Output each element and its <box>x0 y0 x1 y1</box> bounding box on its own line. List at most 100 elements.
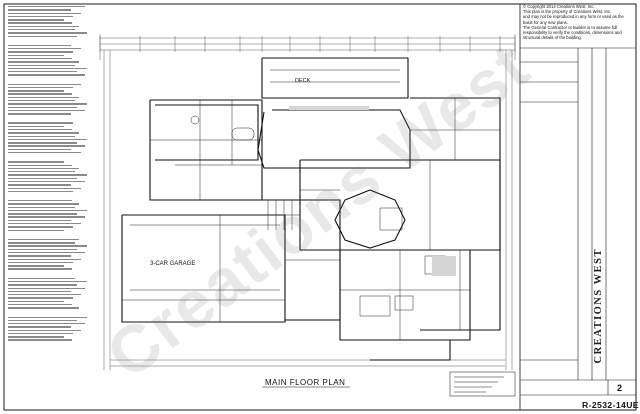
note-line <box>8 44 71 47</box>
note-line <box>8 61 79 63</box>
note-line <box>8 177 77 180</box>
note-line <box>8 161 64 163</box>
note-line <box>8 238 79 241</box>
note-line <box>8 316 87 318</box>
note-line <box>8 252 85 254</box>
note-line <box>8 265 64 267</box>
note-line <box>8 280 87 283</box>
note-line <box>8 297 73 299</box>
copyright-line: This plan is the property of Creations W… <box>523 9 612 15</box>
note-line <box>8 132 79 134</box>
note-line <box>8 32 87 34</box>
note-line <box>8 86 73 89</box>
note-line <box>8 109 85 112</box>
note-line <box>8 180 85 183</box>
note-line <box>8 300 64 303</box>
note-line <box>8 93 72 95</box>
note-line <box>8 290 71 293</box>
note-line <box>8 245 87 247</box>
plan-title: MAIN FLOOR PLAN <box>265 378 346 387</box>
note-line <box>8 171 75 173</box>
note-line <box>8 248 77 251</box>
copyright-line: and may not be reproduced in any form or… <box>523 14 624 20</box>
note-line <box>8 329 81 332</box>
note-line <box>8 294 81 296</box>
note-line <box>8 138 87 141</box>
note-line <box>8 28 75 31</box>
note-line <box>8 15 73 18</box>
note-line <box>8 164 72 166</box>
note-line <box>8 35 77 37</box>
note-line <box>8 184 71 186</box>
note-line <box>8 90 64 92</box>
copyright-line: The General Contractor or Builder is to … <box>523 24 618 30</box>
note-line <box>8 67 87 70</box>
note-line <box>8 216 85 218</box>
sheet-number: 2 <box>617 383 623 393</box>
note-line <box>8 151 81 154</box>
label-garage: 3-CAR GARAGE <box>150 261 195 267</box>
note-line <box>8 187 81 189</box>
note-line <box>8 51 73 53</box>
note-line <box>8 319 77 322</box>
note-line <box>8 135 75 137</box>
note-line <box>8 284 77 286</box>
note-line <box>8 323 85 325</box>
copyright-line: responsibility to verify the conditions,… <box>523 30 622 36</box>
note-line <box>8 261 73 264</box>
note-line <box>8 203 79 205</box>
note-line <box>8 100 75 102</box>
note-line <box>8 258 81 260</box>
note-line <box>8 22 72 24</box>
note-line <box>8 48 81 50</box>
note-line <box>8 277 75 280</box>
note-line <box>8 336 64 338</box>
note-line <box>8 106 77 108</box>
note-line <box>8 190 73 193</box>
note-line <box>8 19 64 21</box>
plan-number: R-2532-14UE <box>582 400 639 410</box>
copyright-line: © Copyright 2014 Creations West, Inc. <box>523 4 595 9</box>
general-notes-column <box>8 6 88 406</box>
note-line <box>8 64 75 66</box>
note-line <box>8 223 81 225</box>
note-line <box>8 200 72 202</box>
note-line <box>8 113 71 115</box>
copyright-notice: © Copyright 2014 Creations West, Inc.Thi… <box>523 4 633 44</box>
note-line <box>8 242 75 244</box>
note-line <box>8 219 71 222</box>
note-line <box>8 103 87 105</box>
note-line <box>8 129 72 131</box>
note-line <box>8 229 64 231</box>
note-line <box>8 57 72 60</box>
note-line <box>8 9 71 11</box>
note-line <box>8 226 73 228</box>
note-line <box>8 268 72 270</box>
note-line <box>8 74 85 76</box>
note-line <box>8 96 79 99</box>
note-line <box>8 12 81 14</box>
note-line <box>8 303 72 306</box>
note-line <box>8 326 71 328</box>
note-line <box>8 142 77 144</box>
note-line <box>8 25 79 28</box>
note-line <box>8 148 71 151</box>
note-line <box>8 122 73 124</box>
note-line <box>8 339 72 341</box>
note-line <box>8 145 85 147</box>
note-line <box>8 54 64 57</box>
label-deck: DECK <box>295 78 311 84</box>
note-line <box>8 332 73 335</box>
note-line <box>8 287 85 289</box>
copyright-line: basis for any new plans. <box>523 19 568 25</box>
copyright-line: structural details of the building. <box>523 35 582 41</box>
note-line <box>8 213 77 215</box>
note-line <box>8 71 77 73</box>
note-line <box>8 174 87 176</box>
note-line <box>8 125 64 128</box>
note-line <box>8 167 79 170</box>
note-line <box>8 6 85 8</box>
note-line <box>8 255 71 257</box>
